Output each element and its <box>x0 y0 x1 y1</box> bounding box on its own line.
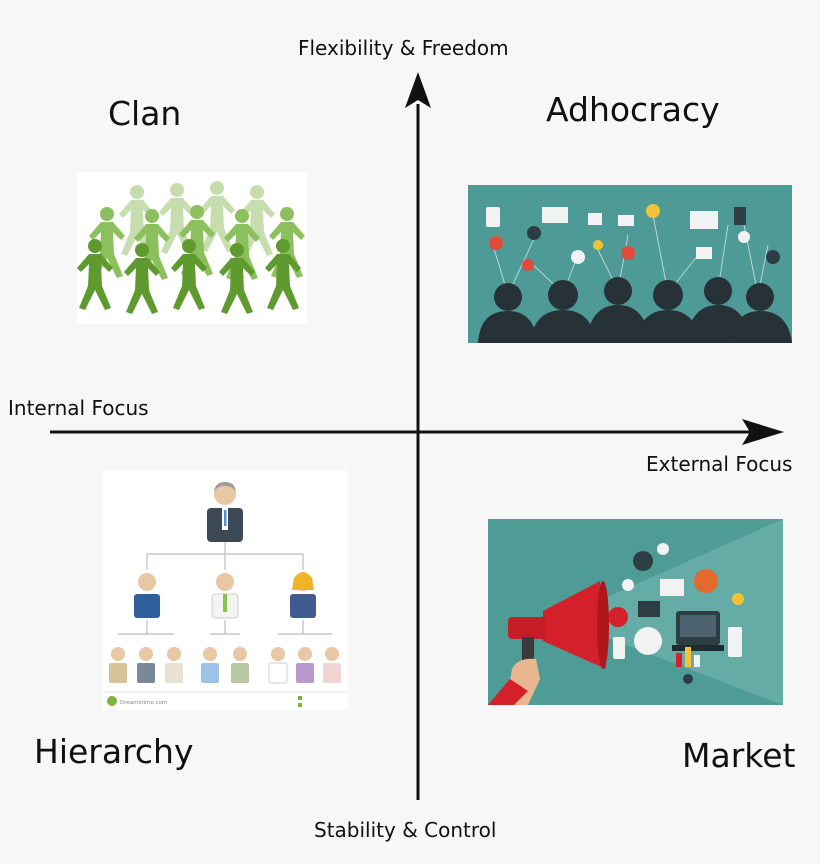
megaphone-icon <box>488 581 609 705</box>
marketing-icons <box>608 543 744 684</box>
clan-title: Clan <box>108 94 182 133</box>
market-image <box>488 519 783 705</box>
org-chart-lines <box>118 542 332 635</box>
idea-icons <box>486 204 780 271</box>
clan-image <box>77 172 307 324</box>
adhocracy-image <box>468 185 792 343</box>
megaphone-beam <box>558 519 783 705</box>
watermark-footer: Dreamstime.com <box>102 691 348 707</box>
market-title: Market <box>682 736 796 775</box>
hierarchy-title: Hierarchy <box>34 732 194 771</box>
hierarchy-image: Dreamstime.com <box>102 470 348 710</box>
org-middle-row <box>134 572 316 619</box>
org-bottom-row <box>109 647 341 684</box>
up-arrow-icon <box>405 72 431 108</box>
watermark-text: Dreamstime.com <box>120 700 167 706</box>
bottom-axis-label: Stability & Control <box>314 818 497 842</box>
people-silhouettes <box>478 277 792 343</box>
right-axis-label: External Focus <box>646 452 793 476</box>
top-axis-label: Flexibility & Freedom <box>298 36 509 60</box>
right-arrow-icon <box>742 419 784 445</box>
org-top-person <box>207 482 243 542</box>
left-axis-label: Internal Focus <box>8 396 149 420</box>
adhocracy-title: Adhocracy <box>546 90 720 129</box>
